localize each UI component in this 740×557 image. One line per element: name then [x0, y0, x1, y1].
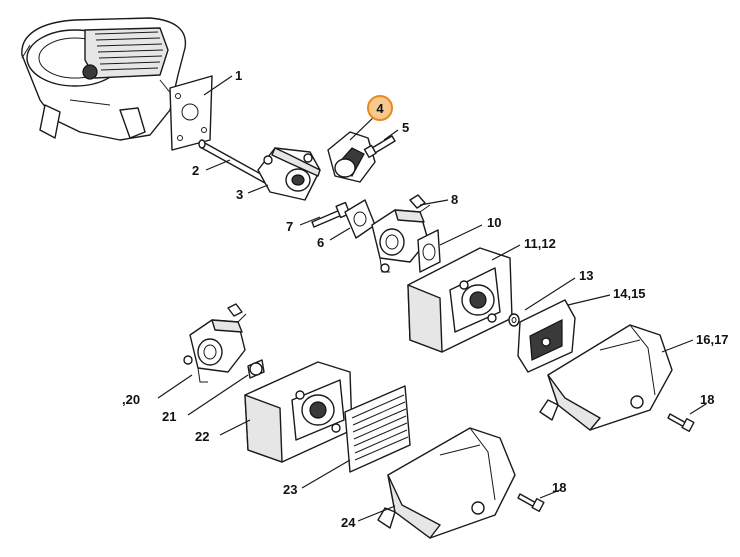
label-20: ,20: [122, 392, 140, 407]
part-6-gasket: [344, 199, 376, 239]
part-1-gasket: [169, 75, 213, 151]
part-24-filter-cover: [377, 427, 516, 539]
part-7-bolt: [311, 201, 351, 228]
label-21: 21: [162, 409, 176, 424]
part-2-stud-bolt: [198, 139, 269, 184]
label-2: 2: [192, 163, 199, 178]
part-21-fitting: [247, 359, 265, 379]
label-22: 22: [195, 429, 209, 444]
part-22-filter-housing: [244, 361, 353, 463]
label-18-lower: 18: [552, 480, 566, 495]
label-23: 23: [283, 482, 297, 497]
label-8: 8: [451, 192, 458, 207]
label-7: 7: [286, 219, 293, 234]
part-10-gasket: [417, 229, 441, 273]
part-5-screw: [363, 135, 396, 159]
part-4-intake-boot: [327, 131, 376, 183]
label-18-right: 18: [700, 392, 714, 407]
part-16-17-filter-cover: [539, 324, 673, 431]
label-14-15: 14,15: [613, 286, 646, 301]
engine-crankcase: [21, 17, 187, 141]
label-4: 4: [376, 101, 384, 116]
part-13-nut: [508, 313, 520, 327]
part-18-screw-right: [667, 413, 695, 432]
part-11-12-filter-housing: [407, 247, 513, 353]
part-14-15-air-filter: [517, 299, 576, 373]
part-labels: 1 2 3 5 7 6 8 10 11,12 13 14,15 16,17 18…: [122, 68, 729, 530]
label-6: 6: [317, 235, 324, 250]
part-20-carburetor: [183, 303, 247, 383]
part-23-pleated-filter: [344, 385, 411, 473]
label-24: 24: [341, 515, 356, 530]
label-5: 5: [402, 120, 409, 135]
label-11-12: 11,12: [524, 236, 556, 251]
leader-lines: [157, 75, 707, 522]
label-13: 13: [579, 268, 593, 283]
label-3: 3: [236, 187, 243, 202]
label-10: 10: [487, 215, 501, 230]
label-16-17: 16,17: [696, 332, 729, 347]
highlight-circle: [367, 95, 393, 121]
part-18-screw-lower: [517, 493, 545, 512]
part-3-intake-flange: [257, 147, 321, 201]
label-1: 1: [235, 68, 242, 83]
highlight-callout-part-4[interactable]: 4: [367, 95, 393, 121]
